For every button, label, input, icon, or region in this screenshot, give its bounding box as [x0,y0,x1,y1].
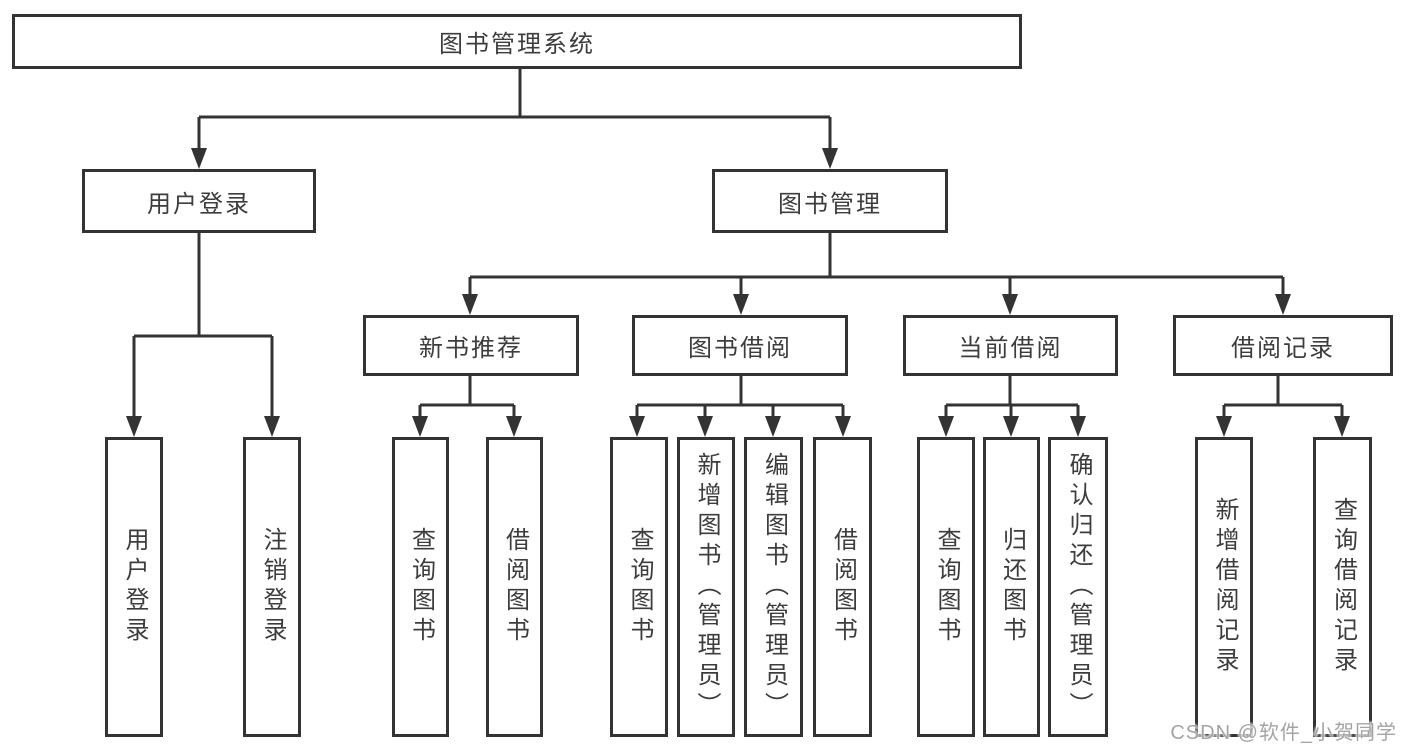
node-new-book-recommendation: 新书推荐 [363,315,579,376]
arrow-down-icon [264,416,280,437]
arrow-down-icon [765,416,781,437]
leaf-query-book-3: 查询图书 [917,437,975,737]
leaf-add-borrow-record: 新增借阅记录 [1195,437,1253,737]
leaf-return-book: 归还图书 [983,437,1040,737]
node-borrowing-records: 借阅记录 [1173,315,1393,376]
leaf-query-borrow-record: 查询借阅记录 [1313,437,1372,737]
node-library-management-system: 图书管理系统 [12,14,1022,69]
leaf-logout: 注销登录 [243,437,301,737]
arrow-down-icon [1216,416,1232,437]
arrow-down-icon [835,416,851,437]
leaf-user-login: 用户登录 [105,437,163,737]
leaf-add-book-admin: 新增图书（管理员） [677,437,735,737]
arrow-down-icon [1002,294,1018,315]
node-current-borrowing: 当前借阅 [903,315,1118,376]
node-user-login: 用户登录 [82,169,316,233]
arrow-down-icon [822,148,838,169]
arrowhead-markers [126,148,1350,437]
arrow-down-icon [629,416,645,437]
leaf-edit-book-admin: 编辑图书（管理员） [744,437,803,737]
leaf-query-book-2: 查询图书 [610,437,668,737]
arrow-down-icon [462,294,478,315]
arrow-down-icon [1334,416,1350,437]
tree-edge-lines [132,68,1344,420]
arrow-down-icon [1275,294,1291,315]
arrow-down-icon [126,416,142,437]
leaf-confirm-return-admin: 确认归还（管理员） [1048,437,1108,737]
arrow-down-icon [1003,416,1019,437]
arrow-down-icon [938,416,954,437]
leaf-borrow-book-2: 借阅图书 [813,437,872,737]
csdn-watermark: CSDN @软件_小贺同学 [1170,722,1397,744]
arrow-down-icon [733,294,749,315]
arrow-down-icon [1070,416,1086,437]
leaf-query-book-1: 查询图书 [392,437,449,737]
arrow-down-icon [506,416,522,437]
arrow-down-icon [412,416,428,437]
node-book-management: 图书管理 [712,169,948,233]
arrow-down-icon [191,148,207,169]
node-book-borrowing: 图书借阅 [632,315,848,376]
leaf-borrow-book-1: 借阅图书 [486,437,543,737]
arrow-down-icon [697,416,713,437]
